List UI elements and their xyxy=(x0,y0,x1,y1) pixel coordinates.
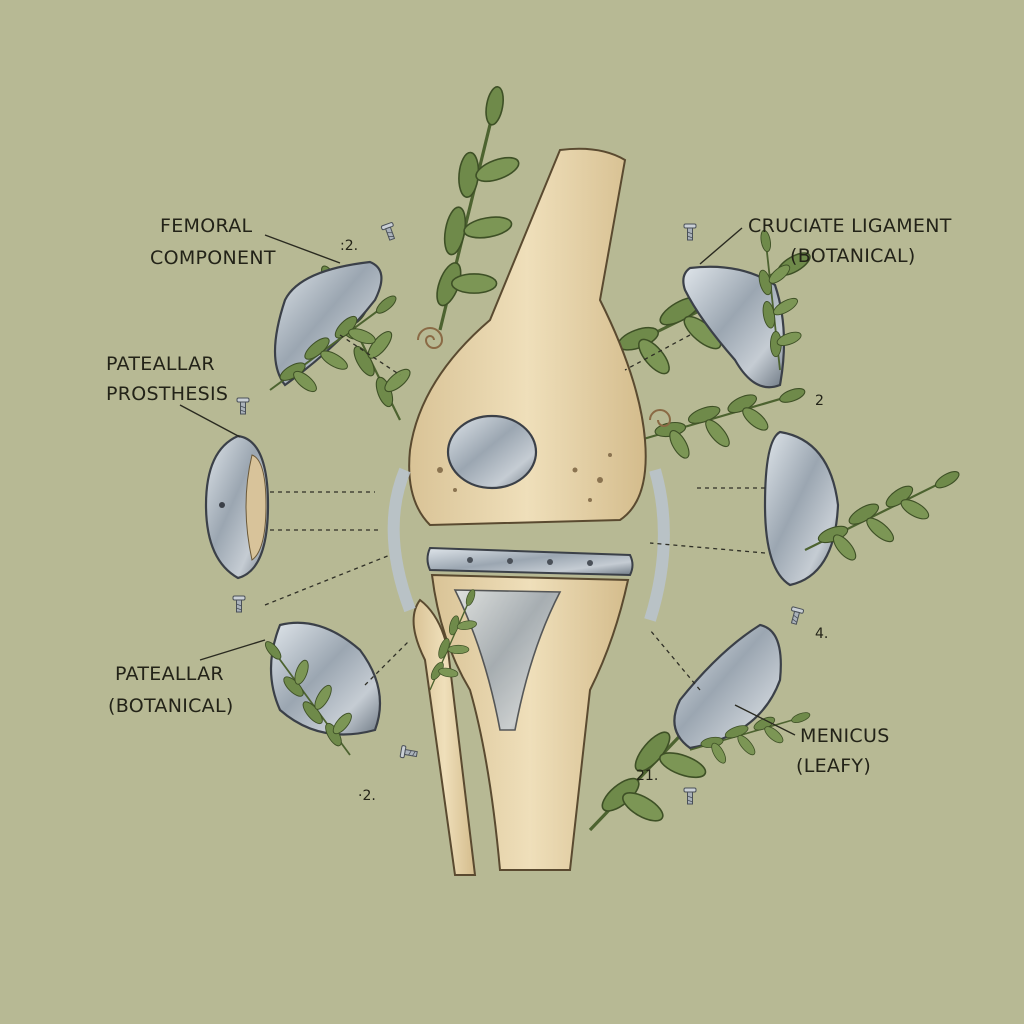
knee-bone-assembly xyxy=(272,79,819,876)
label-line: (BOTANICAL) xyxy=(108,695,234,717)
label-line: COMPONENT xyxy=(150,247,276,269)
patella-implant xyxy=(446,414,538,490)
label-cruciate-ligament: CRUCIATE LIGAMENT (BOTANICAL) xyxy=(748,215,952,267)
label-line: PATEALLAR xyxy=(115,663,224,685)
explode-lines xyxy=(264,334,766,691)
tibial-stem xyxy=(453,589,562,731)
fibula xyxy=(412,598,477,876)
part-number: 21. xyxy=(636,768,658,784)
screw-icon xyxy=(399,744,419,761)
cruciate-ligament-part xyxy=(682,225,844,389)
label-line: MENICUS xyxy=(800,725,890,747)
right-middle-part xyxy=(763,422,966,601)
lateral-ligament xyxy=(644,468,670,622)
tray-holes xyxy=(467,557,593,566)
screw-icon xyxy=(683,787,697,805)
screw-icon xyxy=(380,221,399,242)
patellar-prosthesis-part xyxy=(204,434,270,580)
screw-icon xyxy=(683,223,697,241)
label-line: CRUCIATE LIGAMENT xyxy=(748,215,952,237)
leader-lines xyxy=(179,227,796,736)
screw-icon xyxy=(787,606,805,626)
screw-icon xyxy=(236,397,250,415)
label-line: (LEAFY) xyxy=(796,755,871,777)
medial-ligament xyxy=(387,467,416,613)
femoral-component xyxy=(269,260,402,422)
part-number: ·2. xyxy=(358,788,376,804)
part-number: 4. xyxy=(815,626,828,642)
label-line: PATEALLAR xyxy=(106,353,215,375)
tendril-spiral-icon xyxy=(649,409,672,427)
tendril-spiral-icon xyxy=(417,327,444,349)
part-number: 2 xyxy=(815,393,824,409)
label-line: PROSTHESIS xyxy=(106,383,228,405)
menicus-part xyxy=(673,623,815,798)
label-line: (BOTANICAL) xyxy=(790,245,916,267)
bone-texture xyxy=(437,453,612,502)
label-patellar-botanical: PATEALLAR (BOTANICAL) xyxy=(108,663,234,717)
patellar-botanical-part xyxy=(236,621,382,756)
label-menicus: MENICUS (LEAFY) xyxy=(796,725,890,777)
screw-icon xyxy=(232,595,246,613)
tibial-tray xyxy=(426,546,634,577)
part-number: :2. xyxy=(340,238,358,254)
label-line: FEMORAL xyxy=(160,215,253,237)
label-patellar-prosthesis: PATEALLAR PROSTHESIS xyxy=(106,353,228,405)
label-femoral-component: FEMORAL COMPONENT xyxy=(150,215,276,269)
